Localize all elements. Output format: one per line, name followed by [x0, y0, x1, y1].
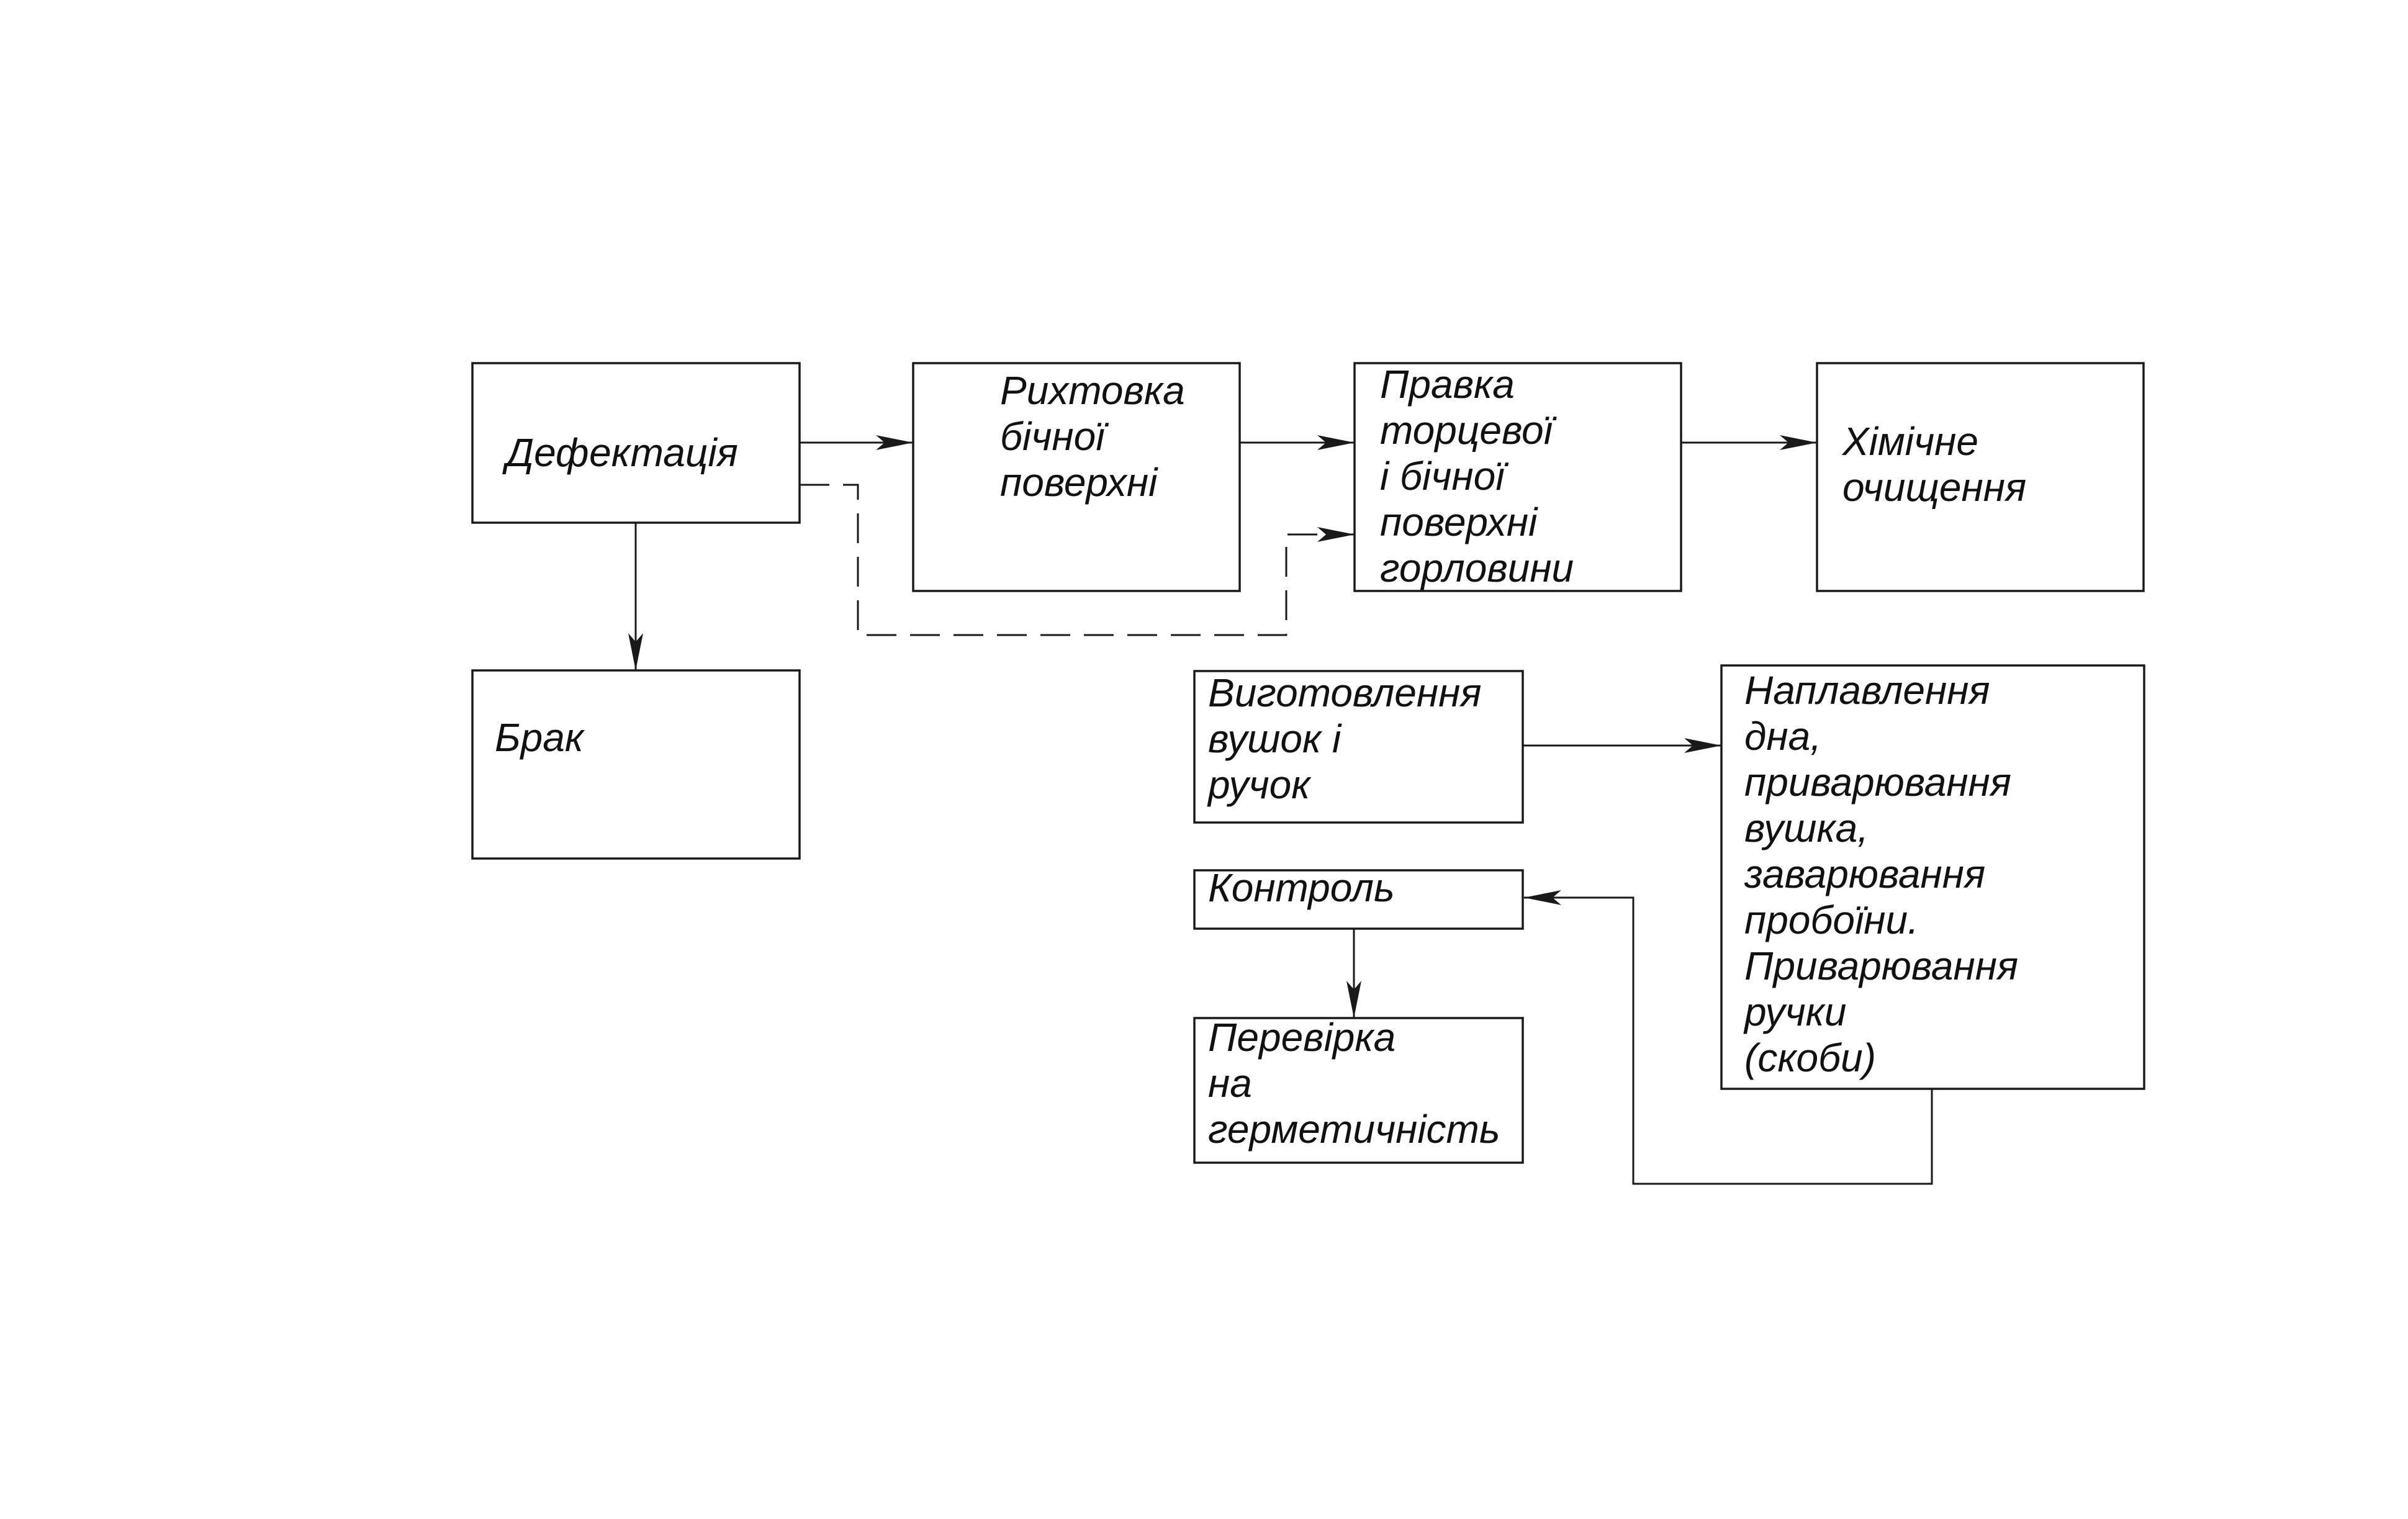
node-label-line: пробоїни.: [1744, 898, 1919, 942]
node-label-line: дна,: [1744, 714, 1821, 759]
node-box: [1720, 664, 2145, 1090]
node-label-line: Наплавлення: [1744, 668, 1990, 713]
node-label-line: Дефектація: [502, 430, 738, 475]
node-label-line: Брак: [495, 715, 585, 760]
node-label-line: ручки: [1743, 989, 1846, 1034]
node-label-line: очищення: [1842, 465, 2026, 510]
node-label-line: Виготовлення: [1208, 670, 1482, 715]
node-box: [471, 362, 801, 524]
node-label-line: поверхні: [1000, 460, 1158, 505]
node-label-line: заварювання: [1744, 852, 1985, 896]
node-label-line: вушка,: [1744, 806, 1869, 850]
node-label-line: приварювання: [1744, 760, 2011, 805]
node-label-line: на: [1208, 1061, 1252, 1106]
node-box: [1353, 362, 1682, 592]
node-label: Дефектація: [502, 430, 738, 475]
node-kontrol: Контроль: [1193, 865, 1524, 930]
node-label-line: горловини: [1380, 546, 1574, 590]
node-box: [1816, 362, 2145, 592]
node-label: Брак: [495, 715, 585, 760]
node-label-line: (скоби): [1744, 1035, 1876, 1080]
node-box: [912, 362, 1241, 592]
node-box: [471, 669, 801, 860]
node-label-line: і бічної: [1380, 454, 1509, 498]
node-label-line: Рихтовка: [1000, 368, 1185, 413]
node-defektatsiya: Дефектація: [471, 362, 801, 524]
edges: [628, 435, 1933, 1185]
node-label-line: ручок: [1207, 762, 1312, 807]
node-label-line: Приварювання: [1744, 944, 2018, 988]
edge-defektatsiya-to-pravka-dashed: [800, 484, 1355, 636]
node-label-line: Контроль: [1208, 865, 1395, 910]
edge-naplavlennya-to-kontrol: [1524, 890, 1933, 1185]
node-label: Контроль: [1208, 865, 1395, 910]
node-label-line: Перевірка: [1208, 1015, 1396, 1060]
node-box: [1193, 869, 1524, 930]
node-box: [1193, 1017, 1524, 1164]
node-label-line: Хімічне: [1841, 419, 1978, 464]
node-label-line: вушок і: [1208, 716, 1342, 761]
node-label-line: Правка: [1380, 362, 1515, 407]
node-brak: Брак: [471, 669, 801, 860]
node-label-line: поверхні: [1380, 500, 1538, 544]
node-box: [1193, 670, 1524, 824]
node-label-line: герметичність: [1208, 1107, 1500, 1152]
node-label-line: бічної: [1000, 414, 1109, 459]
node-label-line: торцевої: [1380, 408, 1558, 453]
